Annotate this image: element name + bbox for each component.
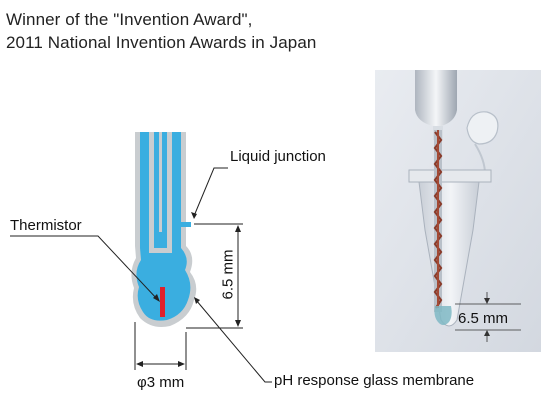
inner-wire <box>159 132 162 232</box>
inner-tube-wall-left <box>149 132 154 250</box>
electrode-photo-image <box>375 70 541 352</box>
thermistor-leader <box>10 235 159 301</box>
inner-tube-wall-right <box>167 132 172 250</box>
diameter-arrow-right <box>178 361 185 367</box>
liquid-junction-mark <box>181 222 191 227</box>
glass-membrane-arrowhead <box>194 297 200 304</box>
inner-tube-bottom <box>149 248 172 253</box>
diameter-label: φ3 mm <box>137 374 185 391</box>
depth-label: 6.5 mm <box>219 249 237 300</box>
glass-membrane-label: pH response glass membrane <box>274 372 475 389</box>
photo-depth-label: 6.5 mm <box>458 310 509 327</box>
liquid-junction-leader <box>193 167 228 217</box>
liquid-junction-arrowhead <box>191 212 197 219</box>
thermistor-label: Thermistor <box>10 217 82 234</box>
award-title: Winner of the "Invention Award", 2011 Na… <box>6 8 316 54</box>
thermistor-element <box>160 287 165 317</box>
depth-arrow-bottom <box>235 320 241 327</box>
award-title-line-2: 2011 National Invention Awards in Japan <box>6 33 317 52</box>
liquid-junction-label: Liquid junction <box>230 148 326 165</box>
thermistor-arrowhead <box>153 294 160 302</box>
depth-arrow-top <box>235 225 241 232</box>
award-title-line-1: Winner of the "Invention Award", <box>6 10 253 29</box>
glass-membrane-leader <box>195 299 272 383</box>
electrode-photo <box>375 70 541 352</box>
diameter-arrow-left <box>136 361 143 367</box>
